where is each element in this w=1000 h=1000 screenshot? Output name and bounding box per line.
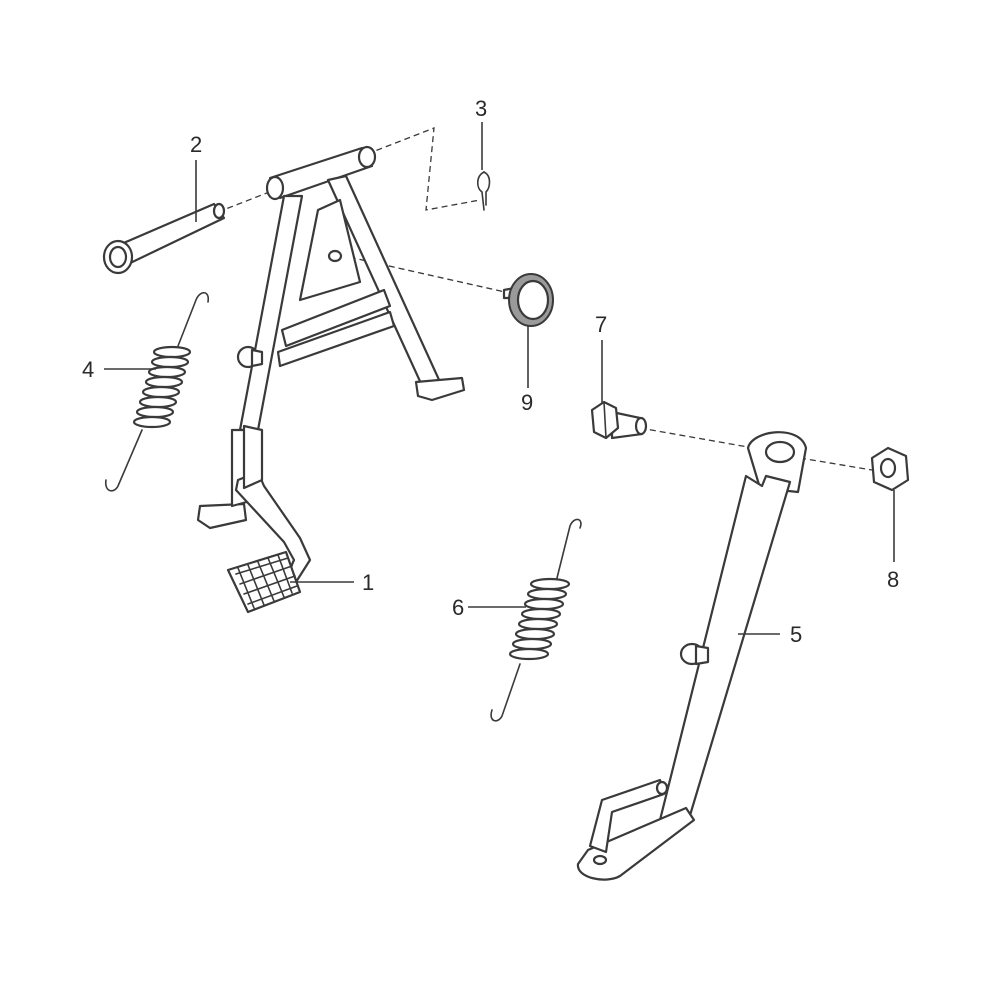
side-stand-part	[576, 431, 808, 881]
rubber-bumper-part	[502, 273, 554, 327]
cotter-pin-part	[476, 171, 491, 211]
pedal-pad-grid	[235, 554, 298, 609]
brake-pedal-part	[226, 424, 312, 614]
callout-9: 9	[521, 390, 533, 415]
callout-5: 5	[790, 622, 802, 647]
leader-lines	[104, 122, 895, 635]
callout-labels: 1 2 3 4 5 6 7 8 9	[82, 96, 899, 647]
callout-2: 2	[190, 132, 202, 157]
spring-coils	[132, 345, 192, 429]
side-spring-coils	[508, 577, 571, 661]
nut-part	[870, 446, 910, 492]
callout-7: 7	[595, 312, 607, 337]
callout-1: 1	[362, 570, 374, 595]
callout-8: 8	[887, 567, 899, 592]
pivot-pin-part	[102, 202, 226, 275]
side-stand-bolt-part	[590, 400, 648, 440]
callout-4: 4	[82, 357, 94, 382]
side-stand-spring-part	[490, 518, 582, 722]
callout-6: 6	[452, 595, 464, 620]
callout-3: 3	[475, 96, 487, 121]
center-stand-spring-part	[104, 291, 210, 492]
